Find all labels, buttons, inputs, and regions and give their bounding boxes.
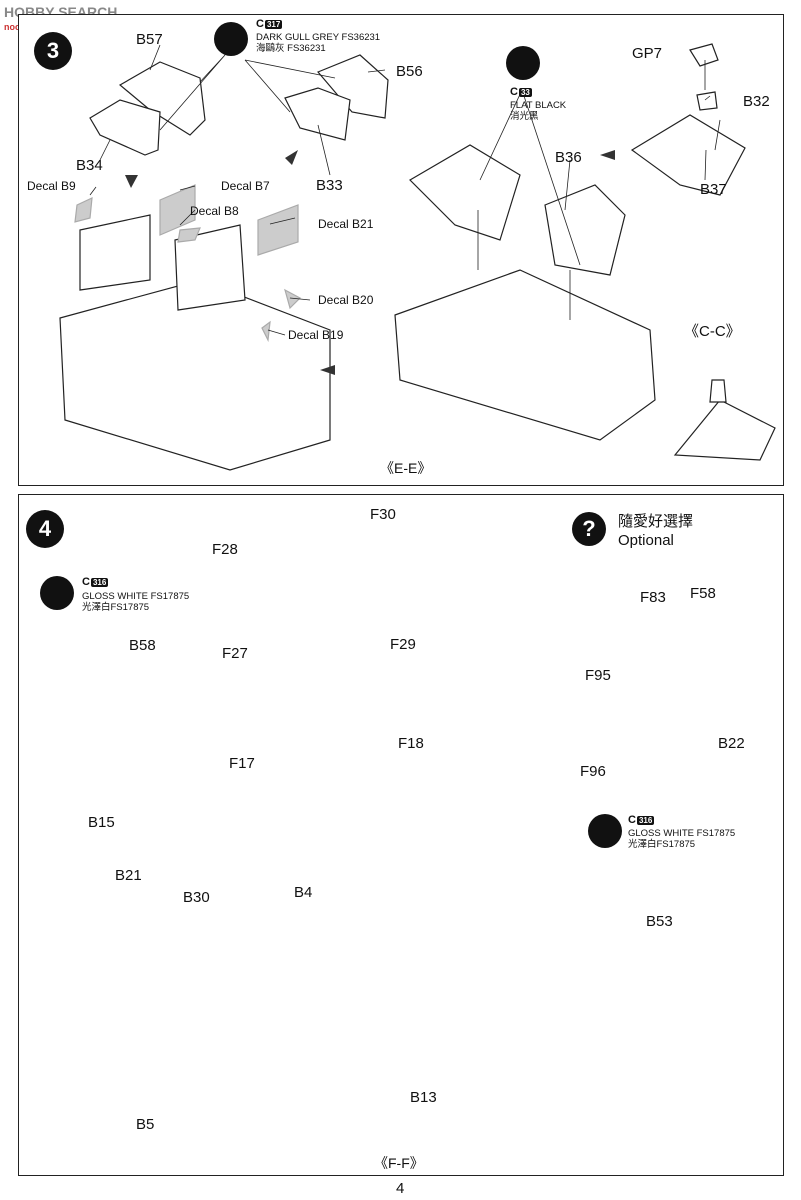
- paint-name-cn: 光澤白FS17875: [628, 839, 696, 850]
- part-label-f96: F96: [580, 763, 606, 780]
- paint-name-en: DARK GULL GREY FS36231: [256, 32, 381, 43]
- part-label-b33: B33: [316, 177, 343, 194]
- part-label-f18: F18: [398, 735, 424, 752]
- part-label-b34: B34: [76, 157, 103, 174]
- step-4-badge: 4: [26, 510, 64, 548]
- part-label-b36: B36: [555, 149, 582, 166]
- decal-label-b19: Decal B19: [288, 328, 344, 342]
- part-label-f95: F95: [585, 667, 611, 684]
- part-label-b32: B32: [743, 93, 770, 110]
- part-b33-drawing: [284, 87, 351, 141]
- part-label-b13: B13: [410, 1089, 437, 1106]
- part-b37-drawing: [630, 114, 746, 196]
- part-label-f58: F58: [690, 585, 716, 602]
- optional-label-cn: 隨愛好選擇: [618, 513, 694, 530]
- optional-question-icon: ?: [572, 512, 606, 546]
- part-label-gp7: GP7: [632, 45, 663, 62]
- part-label-b15: B15: [88, 814, 115, 831]
- step-4-panel: [18, 494, 784, 1176]
- part-b34-drawing: [89, 99, 161, 156]
- decal-label-b9: Decal B9: [27, 179, 76, 193]
- part-label-f28: F28: [212, 541, 238, 558]
- paint-brush-icon: [40, 576, 74, 610]
- decal-label-b21: Decal B21: [318, 217, 374, 231]
- paint-name-cn: 光澤白FS17875: [82, 602, 150, 613]
- part-label-f17: F17: [229, 755, 255, 772]
- decal-label-b8: Decal B8: [190, 204, 239, 218]
- paint-name-en: GLOSS WHITE FS17875: [628, 828, 736, 839]
- part-b32-drawing: [696, 91, 718, 111]
- part-label-b30: B30: [183, 889, 210, 906]
- part-label-b37: B37: [700, 181, 727, 198]
- part-label-f83: F83: [640, 589, 666, 606]
- paint-brush-icon: [588, 814, 622, 848]
- part-label-b57: B57: [136, 31, 163, 48]
- optional-label-en: Optional: [618, 532, 674, 549]
- cockpit-tub-left: [59, 279, 331, 471]
- paint-name-cn: 消光黑: [510, 111, 539, 122]
- part-label-f29: F29: [390, 636, 416, 653]
- part-label-b21: B21: [115, 867, 142, 884]
- part-label-b53: B53: [646, 913, 673, 930]
- part-label-f27: F27: [222, 645, 248, 662]
- decal-label-b20: Decal B20: [318, 293, 374, 307]
- paint-name-cn: 海鷗灰 FS36231: [256, 43, 326, 54]
- part-label-b58: B58: [129, 637, 156, 654]
- part-b36-drawing: [409, 144, 521, 241]
- detail-ref-label: 《C-C》: [684, 323, 741, 340]
- part-label-b4: B4: [294, 884, 313, 901]
- page-number: 4: [396, 1180, 405, 1197]
- paint-name-en: FLAT BLACK: [510, 100, 567, 111]
- part-label-b56: B56: [396, 63, 423, 80]
- section-ref-e-e: 《E-E》: [380, 460, 432, 476]
- section-ref-f-f: 《F-F》: [374, 1155, 424, 1171]
- part-gp7-drawing: [689, 43, 719, 67]
- cockpit-tub-right: [394, 269, 656, 441]
- part-label-b22: B22: [718, 735, 745, 752]
- step-3-badge: 3: [34, 32, 72, 70]
- part-label-b5: B5: [136, 1116, 155, 1133]
- paint-name-en: GLOSS WHITE FS17875: [82, 591, 190, 602]
- part-label-f30: F30: [370, 506, 396, 523]
- decal-label-b7: Decal B7: [221, 179, 270, 193]
- control-stick-base: [673, 399, 776, 461]
- paint-brush-icon: [506, 46, 540, 80]
- paint-brush-icon: [214, 22, 248, 56]
